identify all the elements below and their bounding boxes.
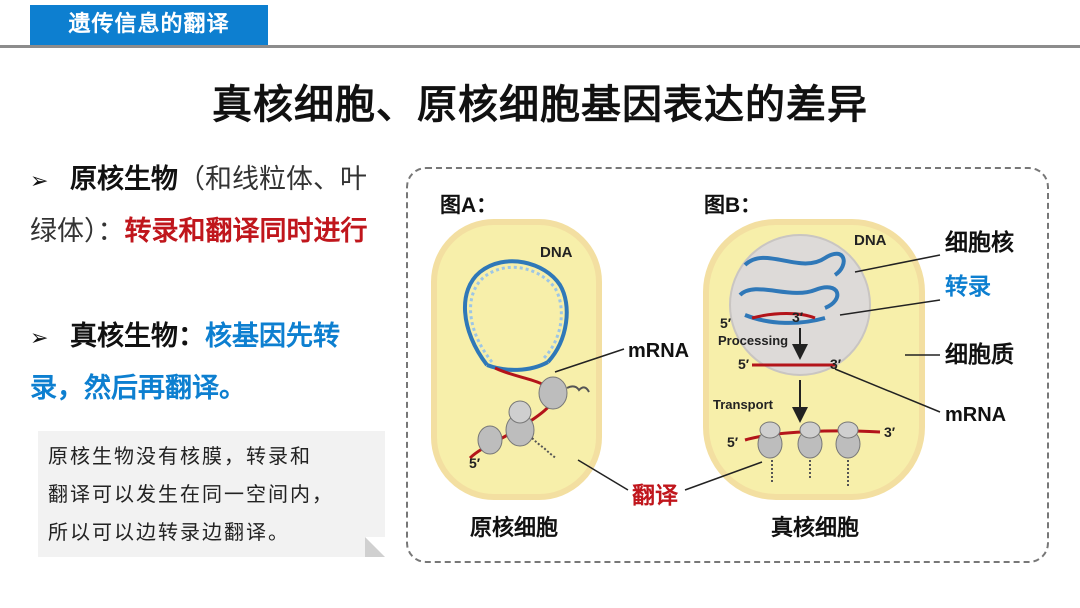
dna-label-a: DNA bbox=[540, 244, 573, 261]
translation-label: 翻译 bbox=[632, 482, 679, 508]
mrna-label-b: mRNA bbox=[945, 404, 1006, 426]
five-prime-label-bottom: 5′ bbox=[727, 434, 739, 450]
ribosome bbox=[800, 422, 820, 438]
three-prime-label-bottom: 3′ bbox=[884, 424, 896, 440]
nucleus-label: 细胞核 bbox=[945, 229, 1014, 255]
processing-label: Processing bbox=[718, 333, 788, 348]
figure-b-label: 图B： bbox=[704, 194, 761, 217]
figure-a-caption: 原核细胞 bbox=[470, 515, 558, 540]
cytoplasm-label: 细胞质 bbox=[945, 341, 1014, 367]
three-prime-label-top: 3′ bbox=[792, 309, 804, 325]
figure-a-label: 图A： bbox=[440, 194, 497, 217]
ribosome bbox=[509, 401, 531, 423]
figure-b-caption: 真核细胞 bbox=[771, 515, 859, 540]
mrna-label-a: mRNA bbox=[628, 340, 689, 362]
ribosome bbox=[478, 426, 502, 454]
transport-label: Transport bbox=[713, 397, 774, 412]
five-prime-label-top: 5′ bbox=[720, 315, 732, 331]
five-prime-label-mid: 5′ bbox=[738, 356, 750, 372]
dna-label-b: DNA bbox=[854, 232, 887, 249]
nucleus bbox=[730, 235, 870, 375]
five-prime-label-a: 5′ bbox=[469, 455, 481, 471]
ribosome bbox=[539, 377, 567, 409]
transcription-label: 转录 bbox=[945, 273, 991, 299]
ribosome bbox=[760, 422, 780, 438]
ribosome bbox=[838, 422, 858, 438]
